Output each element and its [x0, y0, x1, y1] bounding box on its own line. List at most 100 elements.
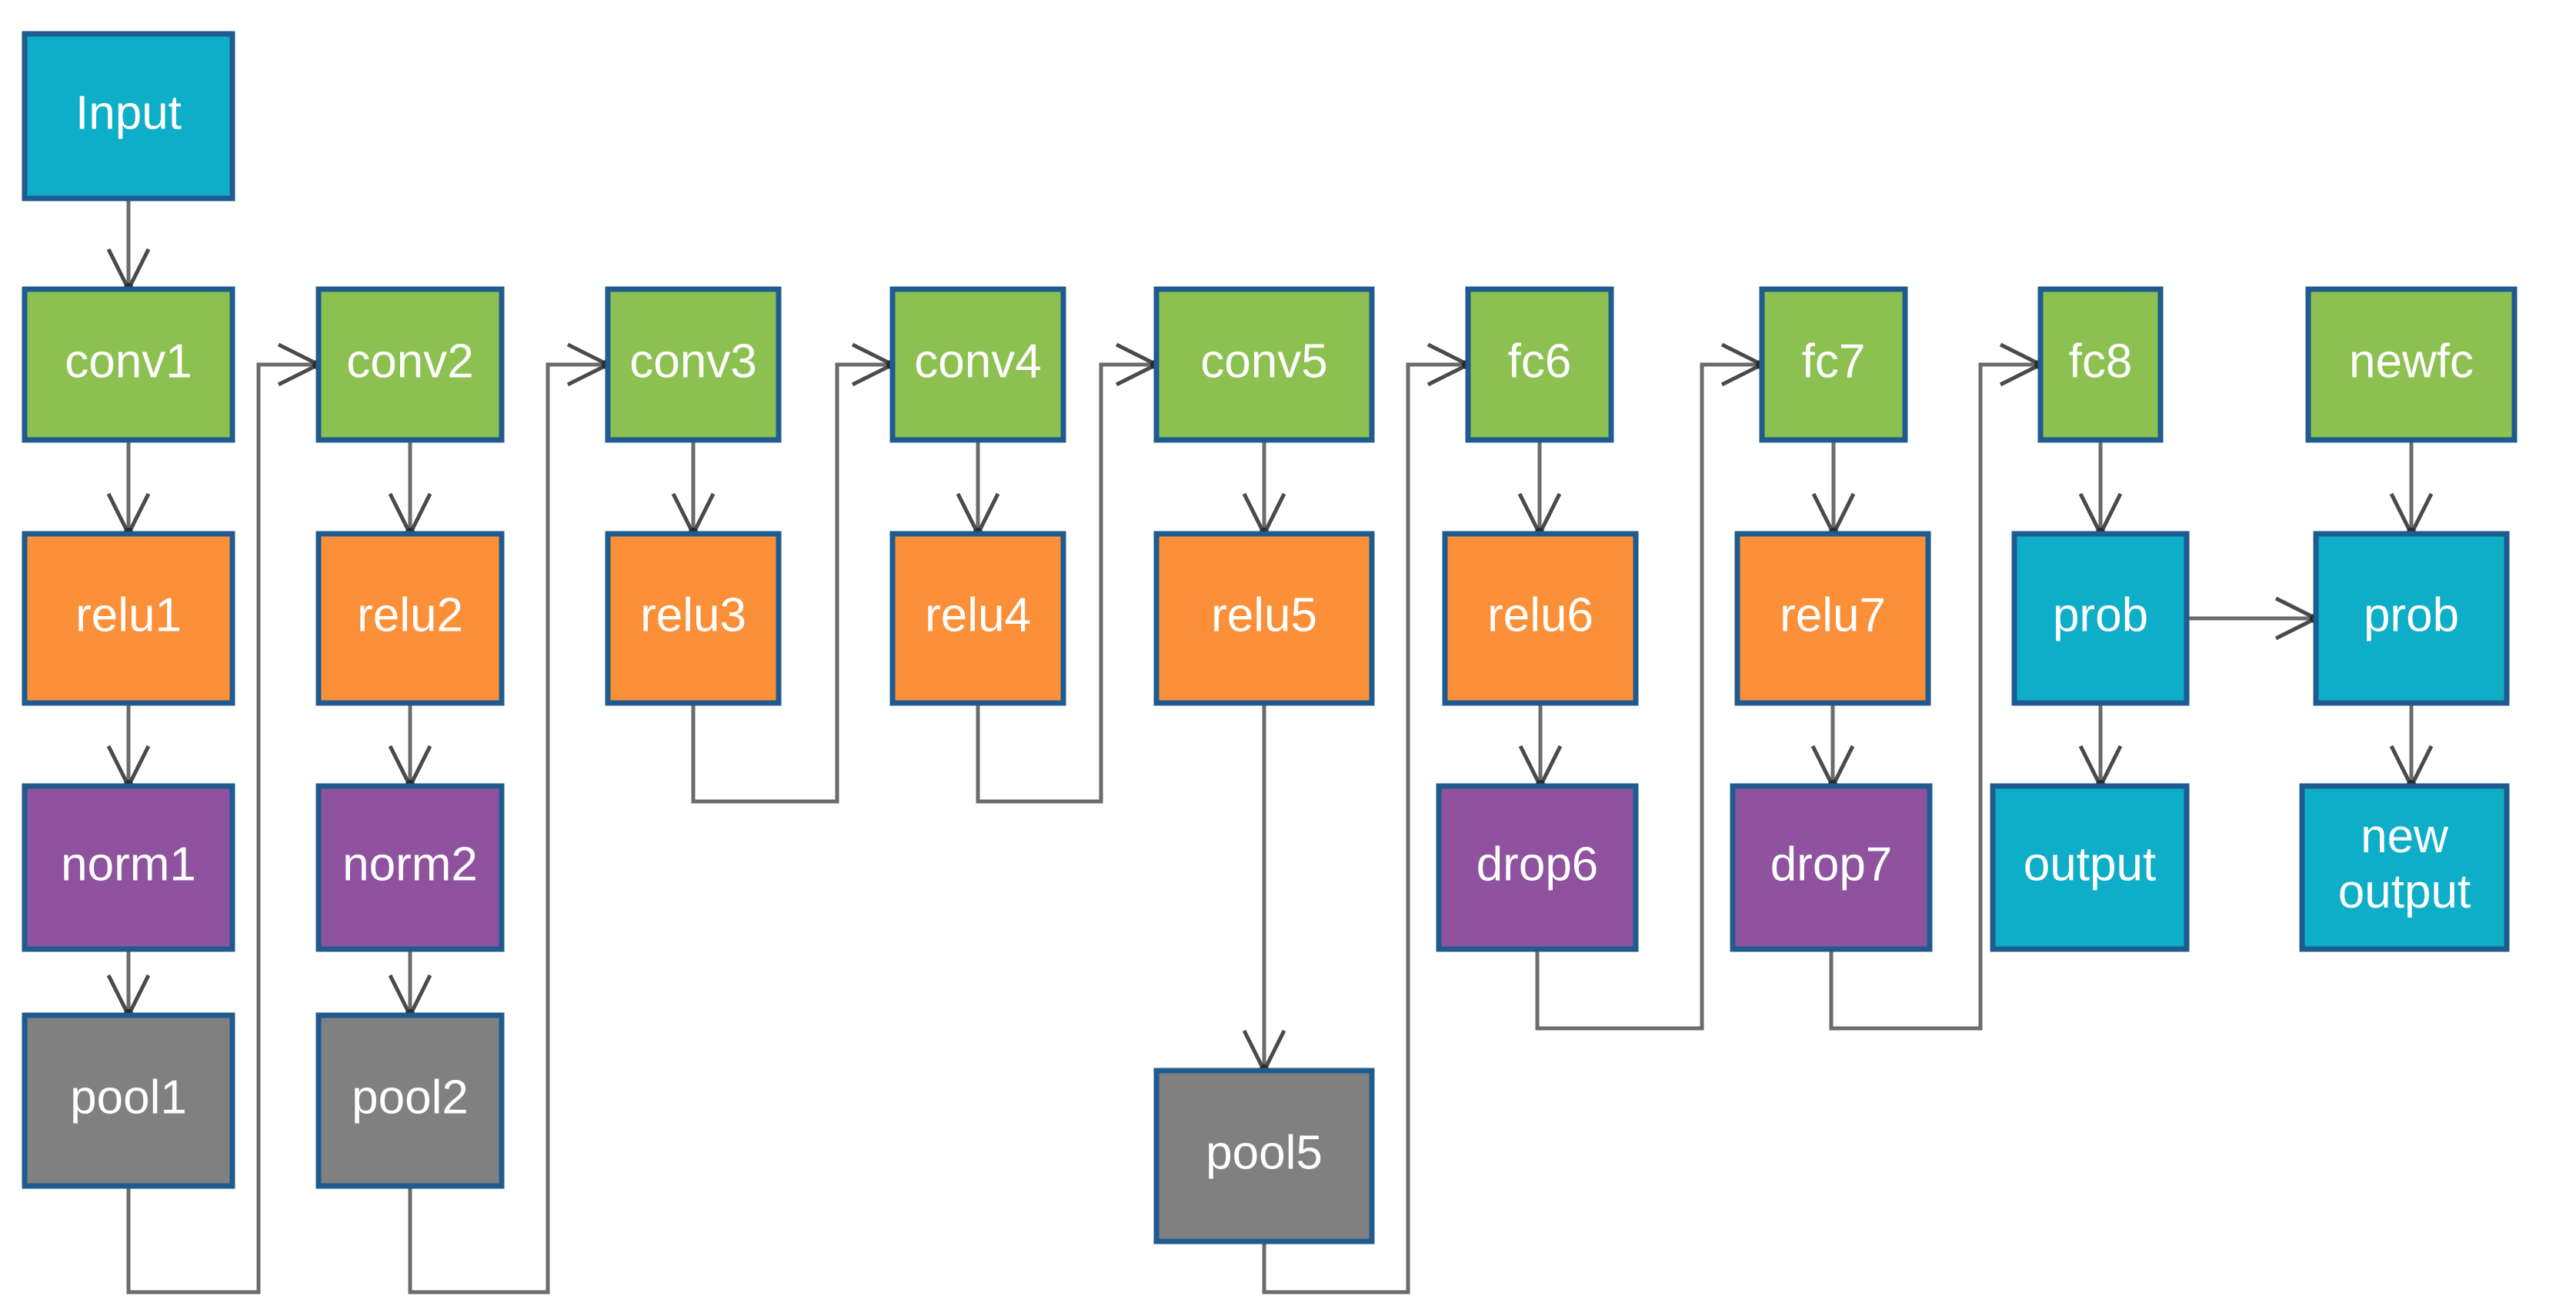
node-box-prob1[interactable]	[2011, 531, 2190, 706]
node-conv4[interactable]: conv4	[889, 286, 1066, 443]
edge-newfc-to-prob2	[2389, 440, 2434, 538]
node-label-pool1: pool1	[70, 1071, 187, 1124]
node-label-relu7: relu7	[1780, 588, 1886, 641]
node-pool1[interactable]: pool1	[22, 1012, 235, 1189]
edge-prob1-to-output	[2078, 703, 2123, 791]
node-label-relu2: relu2	[357, 588, 463, 641]
node-label-fc6: fc6	[1508, 335, 1572, 388]
node-label-pool5: pool5	[1206, 1126, 1323, 1179]
node-fc8[interactable]: fc8	[2037, 286, 2164, 443]
edge-prob1-to-prob2	[2187, 596, 2321, 641]
node-prob1[interactable]: prob	[2011, 531, 2190, 706]
node-label-fc8: fc8	[2069, 335, 2133, 388]
edge-conv2-to-relu2	[388, 440, 432, 538]
node-label-fc7: fc7	[1802, 335, 1866, 388]
edge-conv3-to-relu3	[671, 440, 716, 538]
node-box-conv2[interactable]	[315, 286, 505, 443]
node-box-relu5[interactable]	[1153, 531, 1375, 706]
node-label-conv3: conv3	[629, 335, 756, 388]
node-label-norm1: norm1	[61, 838, 196, 891]
node-fc6[interactable]: fc6	[1465, 286, 1614, 443]
node-box-newfc[interactable]	[2305, 286, 2518, 443]
node-drop6[interactable]: drop6	[1436, 783, 1639, 952]
node-label-prob1: prob	[2053, 588, 2148, 641]
node-box-newoutput[interactable]	[2299, 783, 2510, 952]
node-box-conv4[interactable]	[889, 286, 1066, 443]
node-box-relu1[interactable]	[22, 531, 235, 706]
node-box-norm1[interactable]	[22, 783, 235, 952]
node-box-pool5[interactable]	[1153, 1068, 1375, 1244]
node-box-relu3[interactable]	[605, 531, 782, 706]
node-drop7[interactable]: drop7	[1730, 783, 1933, 952]
node-relu7[interactable]: relu7	[1734, 531, 1931, 706]
edge-fc8-to-prob1	[2078, 440, 2123, 538]
node-label-input: Input	[75, 86, 182, 139]
node-box-fc6[interactable]	[1465, 286, 1614, 443]
node-label-drop7: drop7	[1770, 838, 1893, 891]
node-label-relu5: relu5	[1211, 588, 1317, 641]
node-box-fc8[interactable]	[2037, 286, 2164, 443]
node-relu6[interactable]: relu6	[1442, 531, 1639, 706]
node-label-relu3: relu3	[640, 588, 746, 641]
node-label-relu6: relu6	[1487, 588, 1593, 641]
node-box-fc7[interactable]	[1759, 286, 1908, 443]
node-box-relu4[interactable]	[889, 531, 1066, 706]
edge-conv4-to-relu4	[956, 440, 1000, 538]
node-label-output: output	[2024, 838, 2156, 891]
node-box-pool2[interactable]	[315, 1012, 505, 1189]
node-box-relu7[interactable]	[1734, 531, 1931, 706]
node-norm1[interactable]: norm1	[22, 783, 235, 952]
node-box-drop7[interactable]	[1730, 783, 1933, 952]
node-conv1[interactable]: conv1	[22, 286, 235, 443]
edge-norm2-to-pool2	[388, 949, 432, 1020]
node-relu4[interactable]: relu4	[889, 531, 1066, 706]
edge-relu6-to-drop6	[1518, 703, 1563, 791]
node-label-conv4: conv4	[914, 335, 1041, 388]
node-layer: Input conv1 relu1 norm1 pool1 conv2 relu2 norm2…	[22, 31, 2518, 1244]
node-pool2[interactable]: pool2	[315, 1012, 505, 1189]
node-relu5[interactable]: relu5	[1153, 531, 1375, 706]
node-label-relu4: relu4	[925, 588, 1031, 641]
edge-fc6-to-relu6	[1517, 440, 1562, 538]
node-conv5[interactable]: conv5	[1153, 286, 1375, 443]
node-label-drop6: drop6	[1477, 838, 1599, 891]
node-box-conv5[interactable]	[1153, 286, 1375, 443]
node-box-input[interactable]	[22, 31, 235, 202]
node-input[interactable]: Input	[22, 31, 235, 202]
node-relu3[interactable]: relu3	[605, 531, 782, 706]
node-fc7[interactable]: fc7	[1759, 286, 1908, 443]
edge-fc7-to-relu7	[1811, 440, 1856, 538]
node-box-pool1[interactable]	[22, 1012, 235, 1189]
edge-conv5-to-relu5	[1242, 440, 1286, 538]
edge-conv1-to-relu1	[106, 440, 151, 538]
node-output[interactable]: output	[1990, 783, 2190, 952]
node-newfc[interactable]: newfc	[2305, 286, 2518, 443]
node-prob2[interactable]: prob	[2313, 531, 2510, 706]
edge-relu7-to-drop7	[1810, 703, 1855, 791]
node-box-prob2[interactable]	[2313, 531, 2510, 706]
node-label-prob2: prob	[2364, 588, 2459, 641]
edge-prob2-to-newoutput	[2389, 703, 2434, 791]
edge-norm1-to-pool1	[106, 949, 151, 1020]
node-relu2[interactable]: relu2	[315, 531, 505, 706]
node-box-drop6[interactable]	[1436, 783, 1639, 952]
node-box-conv3[interactable]	[605, 286, 782, 443]
node-norm2[interactable]: norm2	[315, 783, 505, 952]
node-box-output[interactable]	[1990, 783, 2190, 952]
edge-relu1-to-norm1	[106, 703, 151, 791]
node-conv2[interactable]: conv2	[315, 286, 505, 443]
node-box-conv1[interactable]	[22, 286, 235, 443]
node-label-relu1: relu1	[75, 588, 182, 641]
node-box-relu2[interactable]	[315, 531, 505, 706]
node-pool5[interactable]: pool5	[1153, 1068, 1375, 1244]
node-label-pool2: pool2	[352, 1071, 469, 1124]
node-box-norm2[interactable]	[315, 783, 505, 952]
edge-relu5-to-pool5	[1242, 703, 1286, 1075]
node-box-relu6[interactable]	[1442, 531, 1639, 706]
node-relu1[interactable]: relu1	[22, 531, 235, 706]
node-conv3[interactable]: conv3	[605, 286, 782, 443]
